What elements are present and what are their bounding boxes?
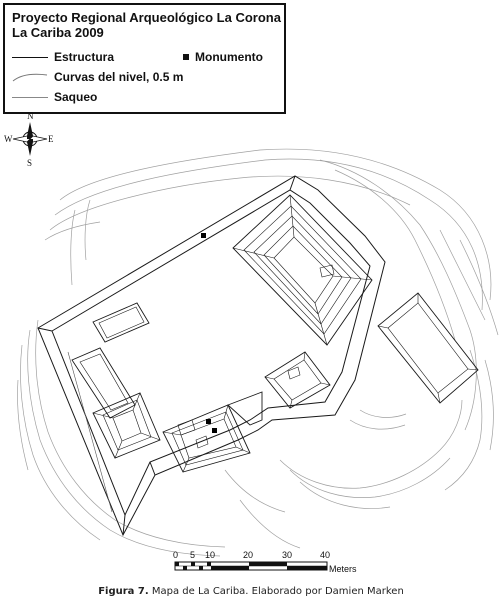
monument-marker (212, 428, 217, 433)
legend-label-saqueo: Saqueo (54, 90, 98, 104)
figure-caption: Figura 7. Mapa de La Cariba. Elaborado p… (0, 586, 502, 597)
structure-west-range (71, 347, 161, 459)
legend-label-monumento: Monumento (195, 50, 263, 64)
west-label: W (4, 134, 13, 144)
scale-tick-5: 5 (190, 550, 195, 560)
monuments (201, 233, 217, 433)
legend-label-curvas: Curvas del nivel, 0.5 m (54, 70, 184, 84)
scale-tick-20: 20 (243, 550, 253, 560)
caption-figure-number: Figura 7. (98, 586, 149, 597)
legend-row-estructura: Estructura (12, 49, 114, 65)
structure-east-small (264, 351, 331, 409)
monument-marker (201, 233, 206, 238)
legend-row-monumento: Monumento (183, 49, 263, 65)
scale-unit: Meters (329, 564, 357, 574)
legend-title-line2: La Cariba 2009 (12, 25, 104, 40)
monument-square-icon (183, 54, 189, 60)
structure-east-rectangle (377, 292, 479, 404)
contour-line-symbol (12, 73, 48, 82)
legend-label-estructura: Estructura (54, 50, 115, 64)
looting-line-symbol (12, 91, 48, 103)
monument-marker (206, 419, 211, 424)
scale-tick-10: 10 (205, 550, 215, 560)
legend-box: Proyecto Regional Arqueológico La Corona… (3, 3, 286, 114)
compass-rose-icon: N S E W (4, 111, 54, 168)
south-label: S (27, 158, 32, 168)
caption-text: Mapa de La Cariba. Elaborado por Damien … (148, 586, 404, 597)
north-label: N (27, 111, 34, 121)
structure-line-symbol (12, 51, 48, 63)
main-platform (37, 175, 386, 537)
legend-title-line1: Proyecto Regional Arqueológico La Corona (12, 10, 281, 25)
scale-tick-0: 0 (173, 550, 178, 560)
legend-row-saqueo: Saqueo (12, 89, 97, 105)
scale-bar: 0 5 10 20 30 40 Meters (173, 550, 357, 574)
structure-south-pyramid (162, 391, 263, 473)
structure-northeast-pyramid (232, 194, 373, 346)
east-label: E (48, 134, 54, 144)
scale-tick-40: 40 (320, 550, 330, 560)
contour-lines (17, 148, 499, 557)
scale-tick-30: 30 (282, 550, 292, 560)
structure-central-rectangle (92, 302, 150, 343)
legend-row-curvas: Curvas del nivel, 0.5 m (12, 69, 183, 85)
